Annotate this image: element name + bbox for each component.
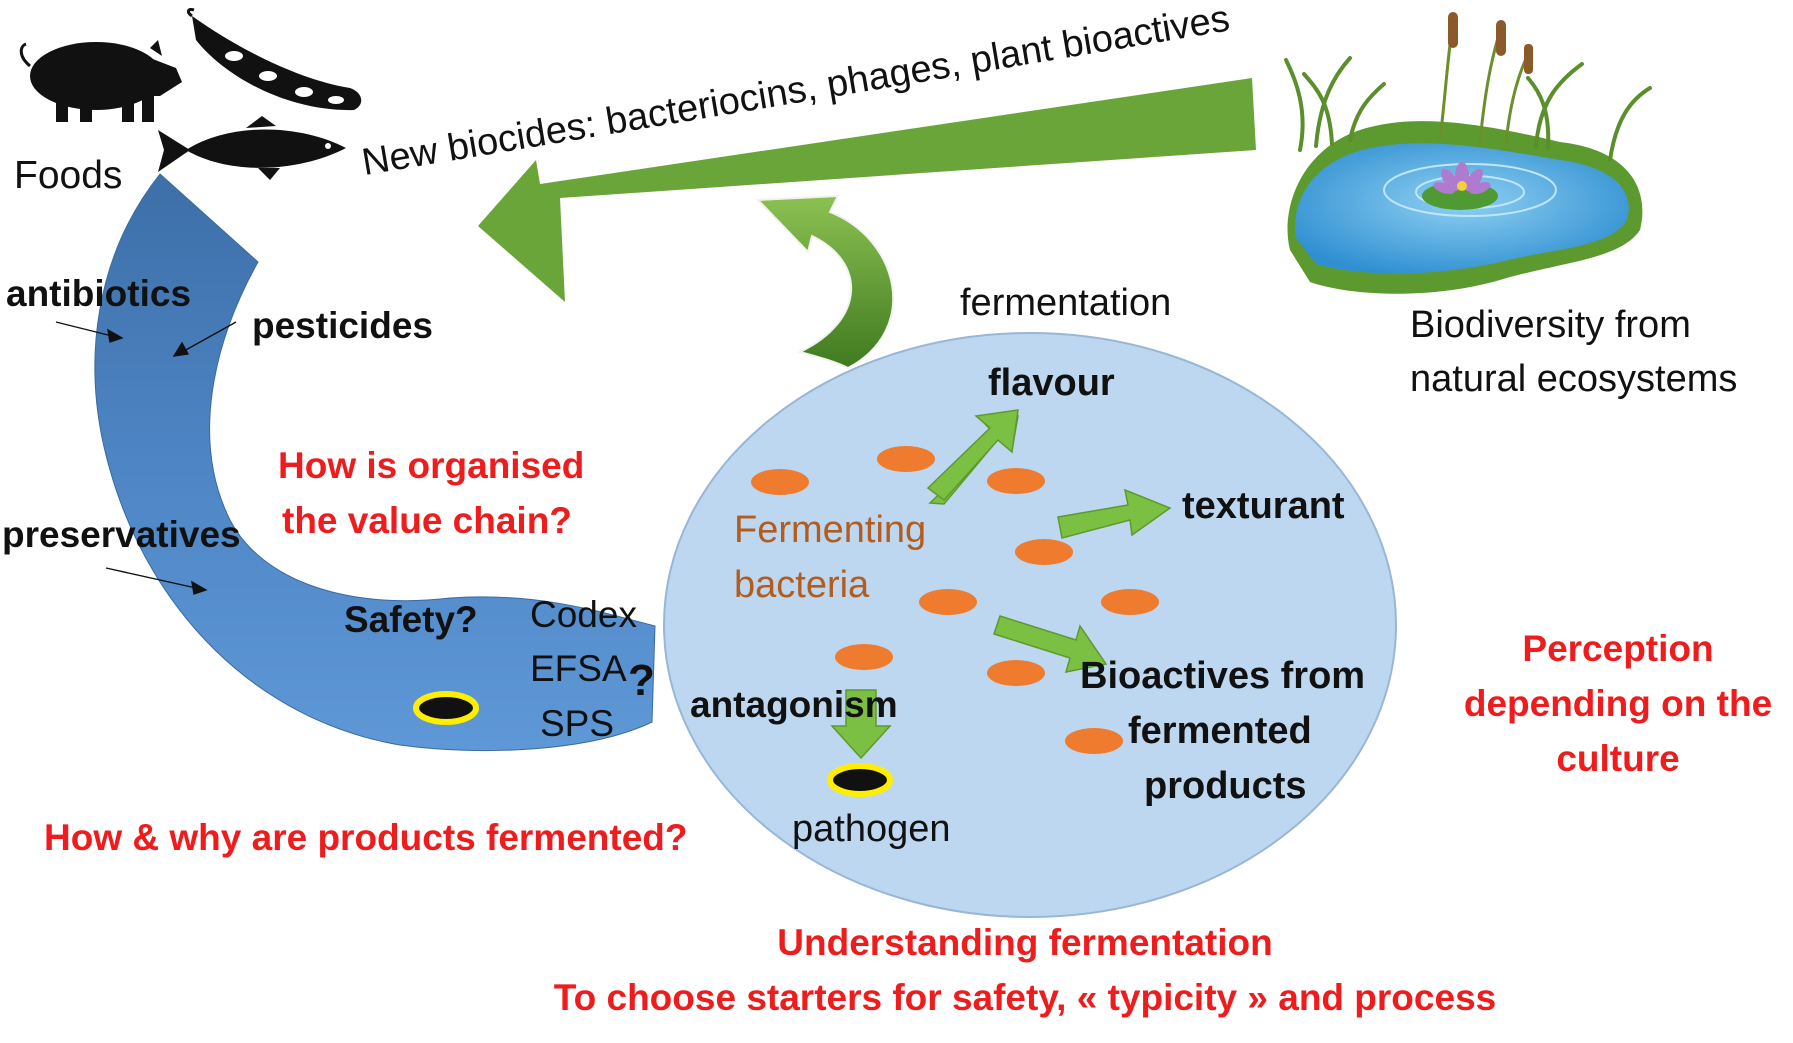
preservatives-label: preservatives	[2, 514, 241, 555]
how-why-question: How & why are products fermented?	[44, 817, 688, 858]
perception-note-line3: culture	[1556, 738, 1680, 779]
fermenting-bacteria-label-line1: Fermenting	[734, 509, 927, 551]
bacterium	[987, 468, 1045, 494]
antibiotics-label: antibiotics	[6, 273, 192, 314]
fermentation-label: fermentation	[960, 282, 1172, 324]
flavour-label: flavour	[988, 362, 1115, 404]
bioactives-label-line2: fermented	[1128, 710, 1312, 752]
antagonism-label: antagonism	[690, 684, 898, 725]
bacterium	[877, 446, 935, 472]
codex-label: Codex	[530, 594, 637, 635]
flavour-arrow-body	[926, 409, 1019, 502]
bioactives-arrow	[993, 615, 1108, 673]
bacterium	[1015, 539, 1073, 565]
foods-label: Foods	[14, 154, 123, 197]
value-chain-question-line1: How is organised	[278, 445, 585, 486]
bacterium	[751, 469, 809, 495]
value-chain-band	[94, 173, 656, 752]
pathogen-marker	[827, 763, 893, 797]
biodiversity-label-line2: natural ecosystems	[1410, 358, 1738, 400]
biodiversity-label-line1: Biodiversity from	[1410, 304, 1691, 346]
fish-icon	[158, 116, 346, 180]
bacterium	[919, 589, 977, 615]
bacteria-group	[751, 446, 1159, 754]
bacterium	[835, 644, 893, 670]
pond-icon	[1284, 12, 1652, 294]
fermenting-bacteria-label-line2: bacteria	[734, 564, 870, 606]
bioactives-label-line3: products	[1144, 765, 1307, 807]
pig-icon	[19, 40, 182, 122]
pathogen-label: pathogen	[792, 808, 951, 850]
pointer-arrows	[55, 321, 237, 595]
texturant-arrow	[1057, 488, 1172, 539]
bacterium	[1101, 589, 1159, 615]
efsa-label: EFSA	[530, 648, 627, 689]
perception-note-line1: Perception	[1522, 628, 1714, 669]
value-chain-question-line2: the value chain?	[282, 500, 572, 541]
new-biocides-arrow-shape	[478, 78, 1256, 302]
understanding-line1: Understanding fermentation	[777, 922, 1273, 963]
curl-arrow	[755, 194, 895, 370]
bacterium	[987, 660, 1045, 686]
bioactives-label-line1: Bioactives from	[1080, 655, 1366, 697]
sps-label: SPS	[540, 703, 615, 744]
understanding-line2: To choose starters for safety, « typicit…	[553, 977, 1497, 1018]
perception-note-line2: depending on the	[1463, 683, 1773, 724]
band-pathogen-marker	[413, 691, 479, 725]
texturant-label: texturant	[1182, 485, 1345, 527]
regulators-question-mark: ?	[628, 656, 655, 705]
bacterium	[1065, 728, 1123, 754]
pesticides-label: pesticides	[252, 305, 433, 346]
safety-label: Safety?	[344, 599, 478, 640]
bean-pod-icon	[186, 8, 362, 111]
antagonism-arrow	[830, 689, 892, 760]
